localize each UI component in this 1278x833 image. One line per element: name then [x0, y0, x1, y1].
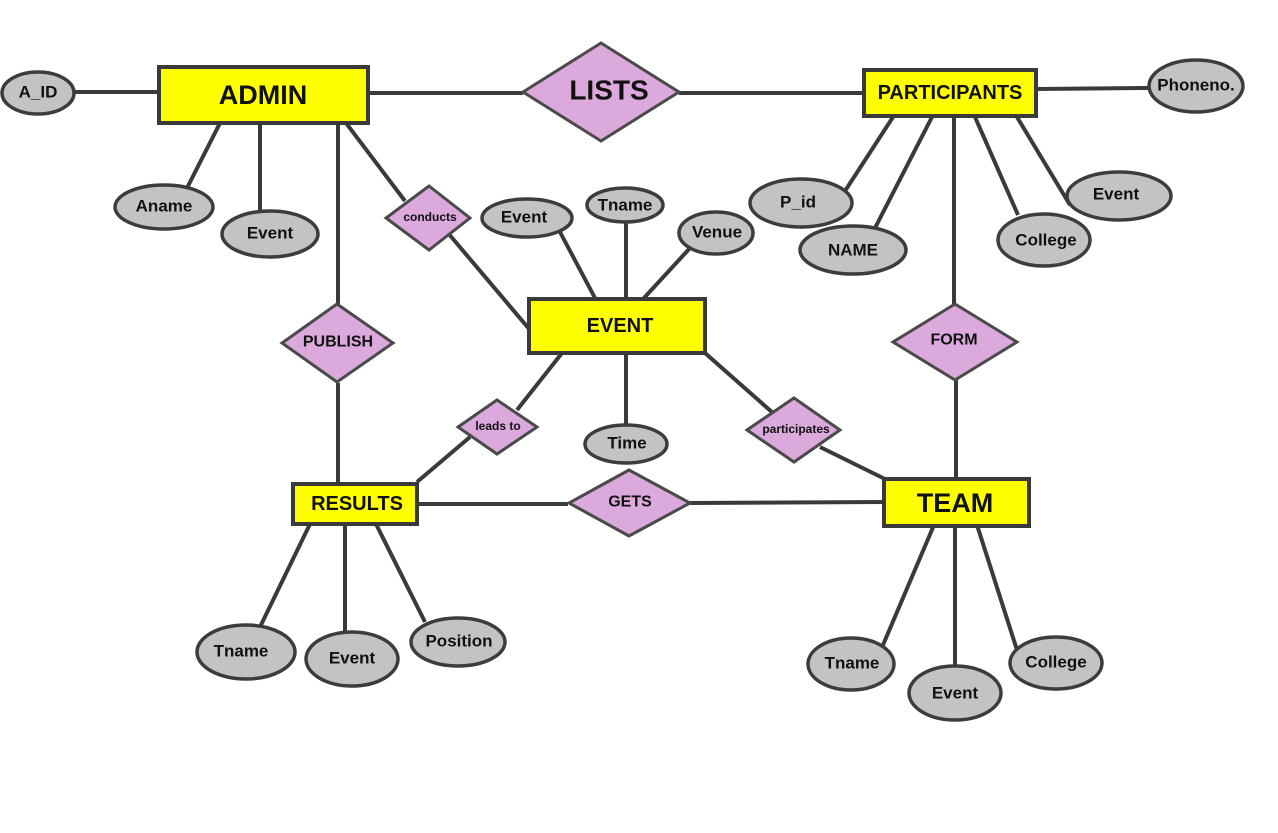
relationship-label: FORM	[930, 332, 977, 349]
attribute-label: Tname	[598, 196, 653, 215]
connector-participates-team	[819, 445, 886, 481]
connector-event-attr-event	[558, 231, 597, 299]
entity-team: TEAM	[882, 477, 1031, 528]
connector-participants-phoneno	[1035, 86, 1151, 91]
entity-label: PARTICIPANTS	[878, 82, 1023, 104]
attribute-label: Aname	[136, 197, 193, 216]
attribute-label: Tname	[825, 654, 880, 673]
attribute-admin-a_id: A_ID	[0, 70, 76, 116]
attribute-participants-p_id: P_id	[748, 177, 854, 229]
attribute-label: NAME	[828, 241, 878, 260]
relationship-lists: LISTS	[520, 41, 682, 143]
relationship-label: GETS	[608, 494, 652, 511]
relationship-conducts: conducts	[383, 184, 473, 252]
attribute-label: College	[1025, 653, 1086, 672]
connector-results-tname	[258, 523, 312, 628]
connector-leads-to-results	[415, 435, 472, 484]
connector-admin-conducts	[344, 121, 407, 203]
relationship-label: conducts	[403, 210, 457, 224]
attribute-participants-name: NAME	[798, 224, 908, 276]
attribute-team-college: College	[1008, 635, 1104, 691]
connector-event-participates	[703, 351, 775, 415]
attribute-label: P_id	[780, 193, 816, 212]
attribute-admin-event: Event	[220, 209, 320, 259]
connector-gets-team	[689, 500, 885, 505]
connector-team-tname	[881, 524, 936, 646]
attribute-label: Event	[932, 684, 979, 703]
attribute-label: Event	[1093, 185, 1140, 204]
connector-conducts-event	[446, 231, 532, 332]
connector-event-leads-to	[515, 351, 564, 412]
entity-label: EVENT	[587, 315, 654, 337]
attribute-label: Position	[425, 632, 492, 651]
relationship-label: participates	[762, 422, 830, 436]
attribute-label: Time	[607, 434, 646, 453]
attribute-participants-event: Event	[1065, 170, 1173, 222]
connectors	[74, 86, 1151, 666]
entity-label: RESULTS	[311, 493, 403, 515]
connector-results-position	[374, 523, 427, 623]
attribute-event-venue: Venue	[677, 210, 755, 256]
attribute-results-tname: Tname	[195, 623, 297, 681]
attribute-results-position: Position	[409, 616, 507, 668]
attribute-event-event: Event	[480, 197, 574, 239]
relationship-label: PUBLISH	[303, 334, 373, 351]
attribute-results-event: Event	[304, 630, 400, 688]
entity-participants: PARTICIPANTS	[862, 68, 1038, 118]
relationship-gets: GETS	[565, 468, 694, 538]
entity-admin: ADMIN	[157, 65, 370, 125]
connector-participants-event	[1015, 115, 1072, 207]
attribute-label: Phoneno.	[1157, 76, 1234, 95]
connector-participants-college	[973, 116, 1020, 216]
relationship-participates: participates	[744, 396, 843, 464]
entity-label: TEAM	[917, 488, 994, 518]
attribute-participants-college: College	[996, 212, 1092, 268]
entity-results: RESULTS	[291, 482, 419, 526]
attribute-label: Venue	[692, 223, 742, 242]
attribute-label: A_ID	[19, 83, 58, 102]
attribute-event-tname: Tname	[585, 186, 665, 224]
attribute-label: College	[1015, 231, 1076, 250]
connector-participants-name	[873, 116, 934, 229]
attribute-event-time: Time	[583, 423, 669, 465]
connector-team-college	[975, 524, 1019, 651]
connector-participants-p_id	[843, 115, 895, 193]
connector-admin-aname	[184, 122, 222, 191]
entity-event: EVENT	[527, 297, 707, 355]
attribute-team-event: Event	[907, 664, 1003, 722]
attribute-label: Event	[501, 208, 548, 227]
relationship-label: leads to	[475, 419, 520, 433]
relationship-label: LISTS	[569, 75, 648, 106]
attribute-team-tname: Tname	[806, 636, 896, 692]
attribute-admin-aname: Aname	[113, 183, 215, 231]
relationship-publish: PUBLISH	[279, 302, 396, 384]
connector-event-venue	[642, 246, 692, 300]
relationship-form: FORM	[890, 302, 1020, 382]
attribute-label: Event	[247, 224, 294, 243]
attribute-label: Tname	[214, 642, 269, 661]
attribute-label: Event	[329, 649, 376, 668]
relationship-leads-to: leads to	[455, 398, 540, 456]
entity-label: ADMIN	[219, 80, 308, 110]
attribute-participants-phoneno: Phoneno.	[1147, 58, 1245, 114]
